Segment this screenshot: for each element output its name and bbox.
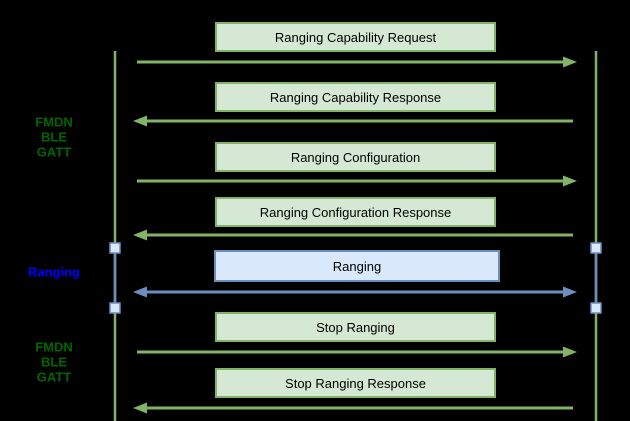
message-box-2: Ranging Configuration xyxy=(215,142,496,172)
arrowhead-left-icon xyxy=(133,286,147,298)
phase-label-2: FMDN BLE GATT xyxy=(35,339,73,385)
arrowhead-right-icon xyxy=(563,56,577,68)
message-box-4: Ranging xyxy=(214,250,500,282)
arrowhead-right-icon xyxy=(563,286,577,298)
message-box-6: Stop Ranging Response xyxy=(215,368,496,398)
arrowhead-left-icon xyxy=(133,402,147,414)
arrowhead-right-icon xyxy=(563,346,577,358)
message-box-1: Ranging Capability Response xyxy=(215,82,496,112)
phase-label-1: Ranging xyxy=(28,264,80,280)
phase-label-0: FMDN BLE GATT xyxy=(35,114,73,160)
activation-marker-bottom-right xyxy=(590,302,602,314)
activation-marker-bottom-left xyxy=(109,302,121,314)
arrowhead-left-icon xyxy=(133,115,147,127)
activation-marker-top-left xyxy=(109,242,121,254)
message-box-5: Stop Ranging xyxy=(215,312,496,342)
message-box-0: Ranging Capability Request xyxy=(215,22,496,52)
arrowhead-right-icon xyxy=(563,175,577,187)
arrowhead-left-icon xyxy=(133,229,147,241)
message-box-3: Ranging Configuration Response xyxy=(215,197,496,227)
activation-marker-top-right xyxy=(590,242,602,254)
